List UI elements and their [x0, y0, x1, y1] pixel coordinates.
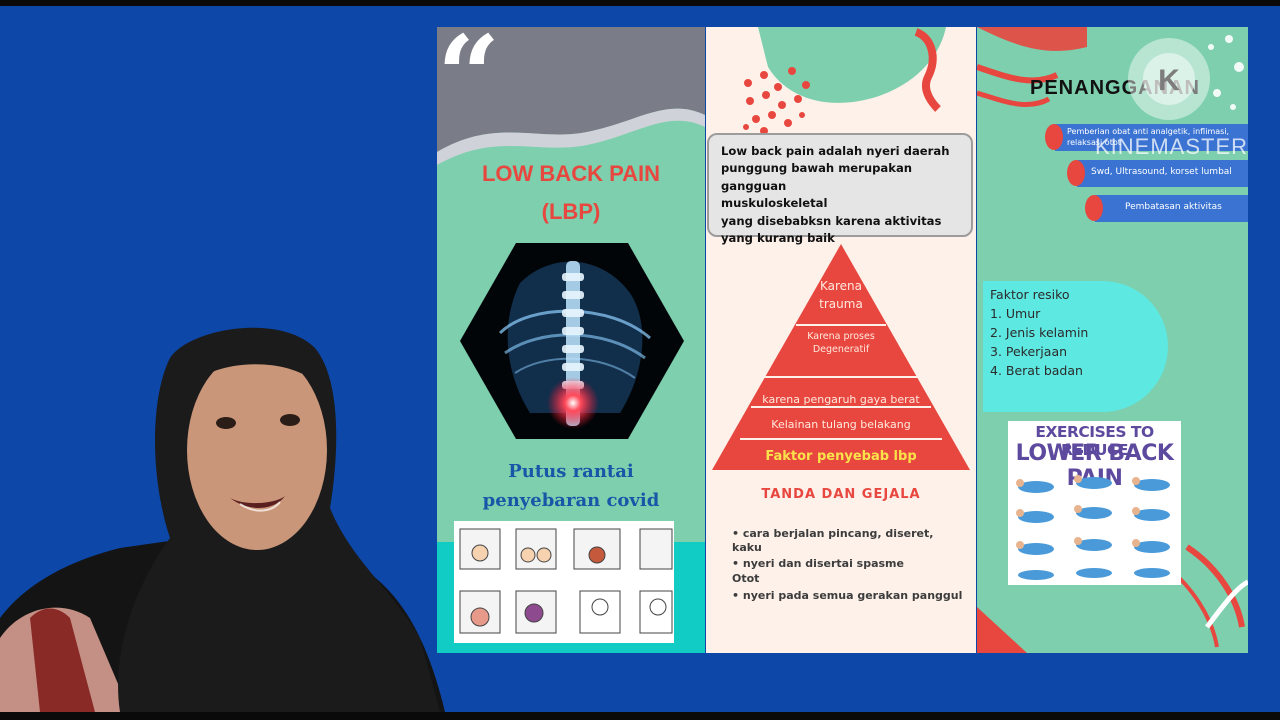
- cause-pyramid: [712, 244, 970, 470]
- poster-title-line2: LOWER BACK PAIN: [1015, 441, 1174, 491]
- exercise-poster: EXERCISES TO REDUCE LOWER BACK PAIN: [1008, 421, 1181, 585]
- kinemaster-logo: K: [1128, 38, 1210, 120]
- risk-item-2: 2. Jenis kelamin: [990, 325, 1089, 340]
- pyramid-level2-line2: Degeneratif: [812, 344, 870, 355]
- kinemaster-logo-letter: K: [1158, 64, 1180, 97]
- treatment-bar-3: Pembatasan aktivitas: [1095, 195, 1248, 222]
- symptom-1: • cara berjalan pincang, diseret,: [732, 527, 934, 540]
- covid-comic-illustration: [454, 521, 674, 643]
- decorative-shapes: [743, 27, 946, 135]
- pyramid-top-line2: trauma: [819, 297, 863, 311]
- treatment-bar-2: Swd, Ultrasound, korset lumbal: [1077, 160, 1248, 187]
- poster-title-line1: EXERCISES TO REDUCE: [1035, 423, 1154, 459]
- quote-mark: “: [437, 27, 501, 140]
- pyramid-top-line1: Karena: [819, 279, 863, 293]
- kinemaster-watermark-text: KINEMASTER: [1095, 134, 1249, 159]
- treatment-dot-2: [1067, 160, 1085, 186]
- risk-title: Faktor resiko: [990, 287, 1070, 302]
- pyramid-level4: Kelainan tulang belakang: [771, 418, 911, 431]
- lbp-title: LOW BACK PAIN: [481, 161, 661, 186]
- bottom-letterbox: [0, 712, 1280, 720]
- risk-item-3: 3. Pekerjaan: [990, 344, 1068, 359]
- treatment-bar-1: Pemberian obat anti analgetik, inflimasi…: [1055, 124, 1248, 151]
- pyramid-level3: karena pengaruh gaya berat: [762, 393, 920, 406]
- risk-item-1: 1. Umur: [990, 306, 1041, 321]
- pyramid-base: Faktor penyebab lbp: [765, 449, 917, 464]
- symptom-2-cont: Otot: [732, 572, 760, 585]
- decorative-shapes-right: [977, 27, 1248, 653]
- treatment-dot-3: [1085, 195, 1103, 221]
- wave-header: [437, 27, 705, 165]
- definition-text: Low back pain adalah nyeri daerah punggu…: [721, 144, 950, 246]
- treatment-dot-1: [1045, 124, 1063, 150]
- brochure-panel-right: PENANGGANAN Pemberian obat anti analgeti…: [977, 27, 1248, 653]
- top-letterbox: [0, 0, 1280, 6]
- symptom-3: • nyeri pada semua gerakan panggul: [732, 589, 963, 602]
- risk-item-4: 4. Berat badan: [990, 363, 1083, 378]
- covid-slogan-line1: Putus rantai: [508, 461, 634, 482]
- exercise-illustrations: [1016, 475, 1170, 580]
- covid-slogan-line2: penyebaran covid: [482, 490, 660, 511]
- risk-factor-box: [983, 281, 1168, 412]
- brochure-panel-middle: Low back pain adalah nyeri daerah punggu…: [706, 27, 976, 653]
- spine-xray-image: [460, 243, 684, 439]
- lbp-subtitle: (LBP): [541, 199, 601, 224]
- symptom-2: • nyeri dan disertai spasme: [732, 557, 904, 570]
- definition-box: Low back pain adalah nyeri daerah punggu…: [707, 133, 973, 245]
- presenter-photo: [0, 327, 445, 712]
- signs-symptoms-title: TANDA DAN GEJALA: [761, 487, 921, 502]
- pyramid-level2-line1: Karena proses: [807, 331, 875, 342]
- symptom-1-cont: kaku: [732, 541, 762, 554]
- brochure-panel-left: “ LOW BACK PAIN (LBP) Putus rantai penye…: [437, 27, 705, 653]
